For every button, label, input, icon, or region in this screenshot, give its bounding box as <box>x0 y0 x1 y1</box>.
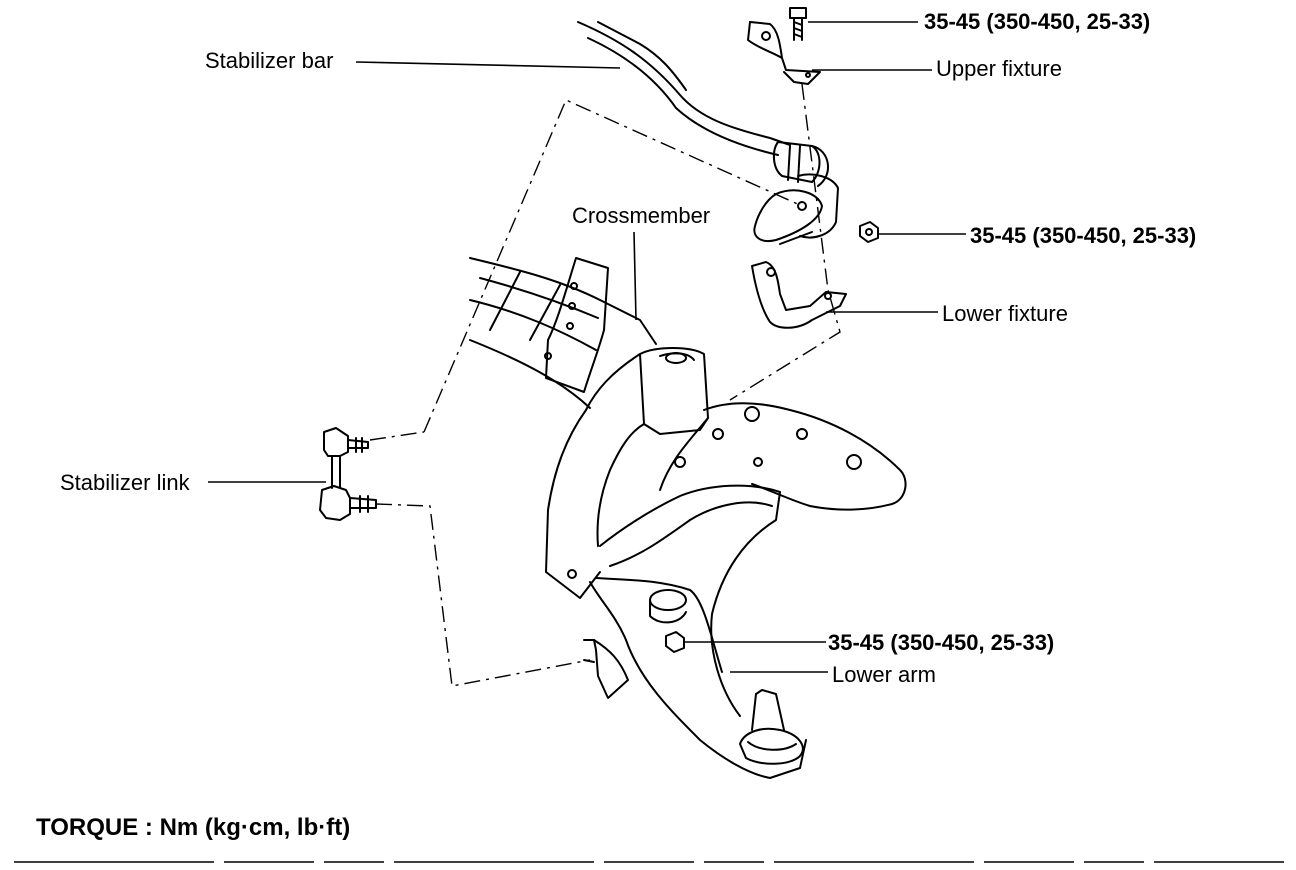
label-stabilizer-link: Stabilizer link <box>60 470 190 495</box>
upper-fixture-bracket <box>753 173 839 245</box>
alignment-line-link-top <box>423 99 803 433</box>
lower-fixture-bracket <box>751 261 847 329</box>
label-lower-arm: Lower arm <box>832 662 936 687</box>
alignment-line-fixture <box>729 83 841 401</box>
torque-nut: 35-45 (350-450, 25-33) <box>970 223 1197 248</box>
alignment-line-link-bottom <box>375 503 591 687</box>
label-upper-fixture: Upper fixture <box>936 56 1062 81</box>
leader-stabilizer-bar <box>355 61 621 69</box>
torque-lower-arm-bolt: 35-45 (350-450, 25-33) <box>828 630 1055 655</box>
lower-arm-shape <box>583 484 807 779</box>
torque-upper-bolt: 35-45 (350-450, 25-33) <box>924 9 1151 34</box>
leader-crossmember <box>633 231 637 321</box>
label-crossmember: Crossmember <box>572 203 711 228</box>
stabilizer-link-shape <box>319 427 377 521</box>
stabilizer-bar-shape <box>577 21 829 187</box>
label-lower-fixture: Lower fixture <box>942 301 1068 326</box>
label-stabilizer-bar: Stabilizer bar <box>205 48 334 73</box>
crossmember-shape <box>469 257 907 599</box>
torque-unit-note: TORQUE : Nm (kg·cm, lb·ft) <box>36 814 351 841</box>
nut-shape <box>859 221 879 243</box>
upper-bolt-shape <box>747 7 821 85</box>
